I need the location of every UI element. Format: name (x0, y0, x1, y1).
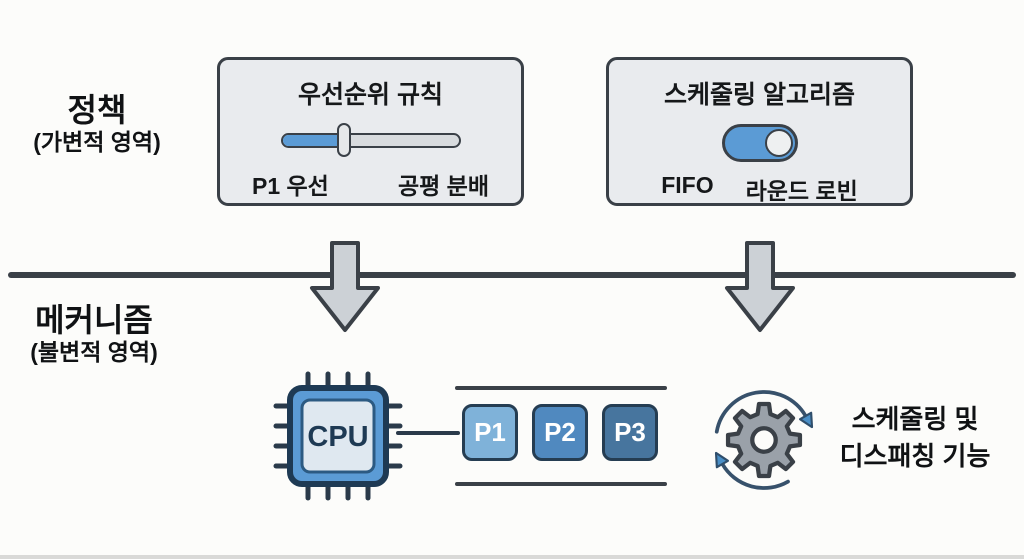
slider-handle[interactable] (336, 123, 351, 157)
function-label-line1: 스케줄링 및 (851, 404, 979, 434)
rotation-arc-bottom (720, 462, 790, 490)
algorithm-card-title: 스케줄링 알고리즘 (664, 81, 855, 109)
queue-rail-bottom (455, 482, 667, 486)
mechanism-subtitle: (불변적 영역) (30, 339, 158, 365)
queue-item-p1: P1 (462, 404, 518, 461)
down-arrow-icon (310, 241, 380, 332)
algorithm-toggle[interactable] (721, 124, 798, 162)
cpu-label: CPU (307, 421, 368, 453)
down-arrow-icon (725, 241, 795, 332)
scheduling-algorithm-card: 스케줄링 알고리즘 FIFO 라운드 로빈 (606, 57, 913, 206)
slider-fill (282, 135, 343, 146)
slider-track[interactable] (280, 133, 461, 148)
bottom-edge-line (0, 555, 1024, 559)
rotation-arrowhead-bottom (714, 451, 730, 469)
scheduler-gear-icon (714, 390, 814, 490)
function-label-line2: 디스패칭 기능 (839, 441, 991, 471)
policy-subtitle: (가변적 영역) (33, 129, 161, 155)
rotation-arc-top (714, 390, 808, 434)
queue-item-p2: P2 (532, 404, 588, 461)
rotation-arrowhead-top (798, 411, 814, 429)
policy-mechanism-divider (8, 272, 1016, 278)
slider-right-label: 공평 분배 (397, 173, 489, 199)
queue-item-p3: P3 (602, 404, 658, 461)
toggle-left-label: FIFO (661, 172, 714, 198)
toggle-knob[interactable] (764, 129, 793, 157)
priority-rule-card: 우선순위 규칙 P1 우선 공평 분배 (217, 57, 524, 206)
priority-card-title: 우선순위 규칙 (298, 81, 443, 109)
cpu-queue-connector (396, 431, 460, 435)
cpu-chip-icon: CPU (273, 371, 403, 501)
mechanism-title: 메커니즘 (35, 302, 153, 338)
queue-rail-top (455, 386, 667, 390)
process-queue: P1 P2 P3 (455, 386, 667, 486)
policy-section-label: 정책 (가변적 영역) (16, 92, 178, 156)
mechanism-section-label: 메커니즘 (불변적 영역) (6, 302, 182, 366)
priority-slider[interactable] (280, 122, 461, 158)
toggle-right-label: 라운드 로빈 (745, 178, 858, 204)
slider-left-label: P1 우선 (252, 173, 329, 199)
function-label: 스케줄링 및 디스패칭 기능 (820, 401, 1010, 475)
policy-title: 정책 (67, 92, 127, 128)
